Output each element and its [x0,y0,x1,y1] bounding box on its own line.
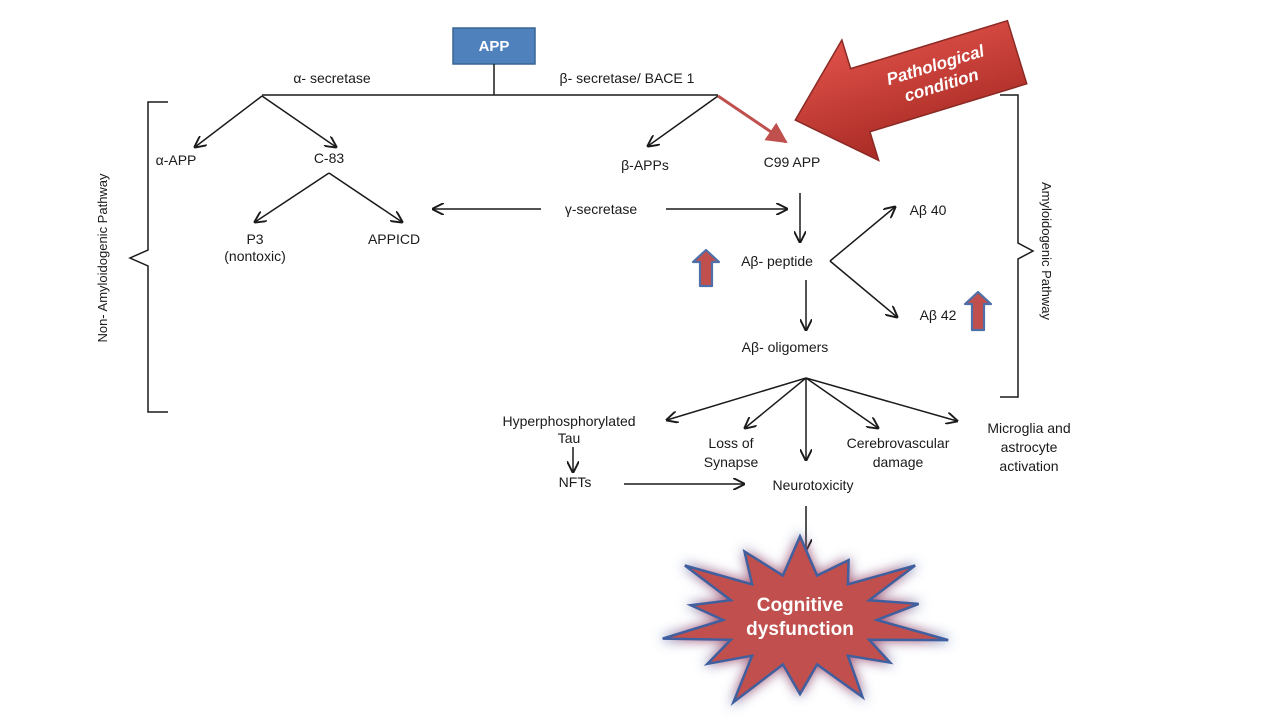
beta-apps-label: β-APPs [621,157,669,173]
arrow-to-ab40 [829,207,895,262]
c99-app-label: C99 APP [764,154,821,170]
starburst-shape [662,533,949,706]
appicd-label: APPICD [368,231,420,247]
ab40-label: Aβ 40 [910,202,947,218]
cerebrovascular-label-2: damage [873,454,924,470]
dysfunction-label: dysfunction [746,619,854,640]
loss-synapse-label-2: Synapse [704,454,759,470]
arrow-to-ab42 [829,260,897,317]
non-amyloidogenic-bracket [128,101,168,413]
increase-up-arrow-icon [691,248,721,288]
arrow-to-microglia [805,377,957,421]
amyloidogenic-bracket [1000,94,1035,398]
hyper-tau-label: Hyperphosphorylated [502,413,635,429]
cognitive-dysfunction-starburst: Cognitive dysfunction [662,533,949,706]
gamma-secretase-label: γ-secretase [565,201,638,217]
ab42-label: Aβ 42 [920,307,957,323]
microglia-label-3: activation [999,458,1058,474]
loss-synapse-label: Loss of [708,435,753,451]
non-amyloidogenic-label: Non- Amyloidogenic Pathway [95,173,110,343]
alpha-secretase-label: α- secretase [293,70,371,86]
arrow-to-cerebrovascular [805,377,878,428]
arrow-to-loss-synapse [745,377,807,428]
ab42-increase-up-arrow-icon [963,290,993,332]
cerebrovascular-label: Cerebrovascular [847,435,950,451]
beta-secretase-label: β- secretase/ BACE 1 [560,70,695,86]
microglia-label-2: astrocyte [1001,439,1058,455]
alpha-app-label: α-APP [156,152,197,168]
ab-peptide-label: Aβ- peptide [741,253,813,269]
arrow-to-c83 [261,95,336,147]
p3-label: P3 [246,231,263,247]
red-arrow-to-c99 [717,94,788,144]
ab-oligomers-label: Aβ- oligomers [742,339,829,355]
neurotoxicity-label: Neurotoxicity [773,477,854,493]
cognitive-label: Cognitive [757,595,844,616]
amyloidogenic-label: Amyloidogenic Pathway [1039,182,1054,321]
microglia-label: Microglia and [987,420,1070,436]
app-label: APP [479,38,510,55]
p3-nontoxic-label: (nontoxic) [224,248,285,264]
app-node: APP [452,27,536,65]
pathological-arrow-icon [794,19,1028,162]
c83-label: C-83 [314,150,345,166]
hyper-tau-label-2: Tau [558,430,581,446]
arrow-to-hyper-tau [667,377,807,420]
arrow-to-alpha-app [195,95,263,147]
arrow-to-beta-apps [648,95,719,146]
nfts-label: NFTs [559,474,592,490]
arrow-to-appicd [328,172,402,222]
arrow-to-p3 [255,172,330,222]
